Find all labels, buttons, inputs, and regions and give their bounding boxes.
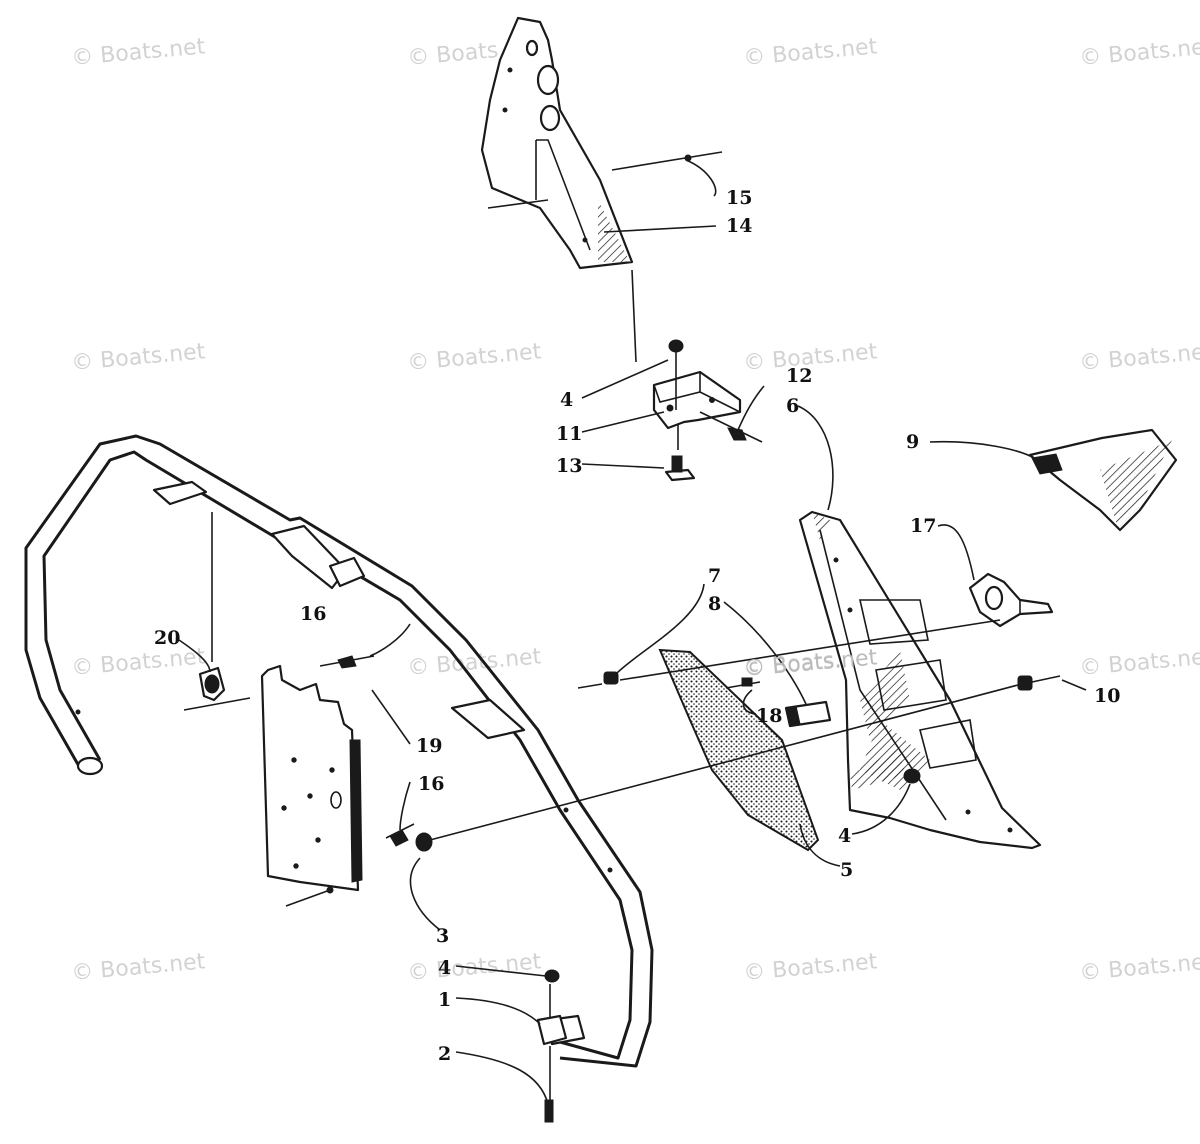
part-5-gusset [658, 648, 820, 852]
callout-6: 6 [786, 395, 799, 417]
callout-9: 9 [906, 431, 919, 453]
callout-17: 17 [910, 515, 936, 537]
part-7-pin [577, 619, 1001, 689]
assembly-line [631, 269, 637, 363]
callout-4-top: 4 [560, 389, 573, 411]
callout-11: 11 [556, 423, 582, 445]
part-4-nut-bottom [544, 969, 560, 983]
part-19-plate [260, 664, 363, 907]
callout-5: 5 [840, 859, 853, 881]
part-16-screw-upper [319, 655, 375, 669]
callout-20: 20 [154, 627, 180, 649]
callout-18: 18 [756, 705, 782, 727]
part-8-spacer [784, 700, 832, 728]
watermark: © Boats.net [1078, 949, 1200, 986]
callout-16-lower: 16 [418, 773, 444, 795]
part-11-bracket [652, 352, 742, 450]
watermark: © Boats.net [1078, 34, 1200, 71]
watermark: © Boats.net [70, 644, 206, 681]
part-12-bolt [699, 411, 763, 443]
part-3-nut [415, 832, 433, 852]
part-16-screw-lower [385, 823, 415, 847]
callout-8: 8 [708, 593, 721, 615]
watermark: © Boats.net [70, 949, 206, 986]
part-4-nut-top [668, 339, 684, 353]
part-6-plate [798, 510, 1042, 850]
callout-10: 10 [1094, 685, 1120, 707]
part-4-nut-right [903, 768, 921, 784]
watermark: © Boats.net [70, 339, 206, 376]
watermark: © Boats.net [742, 949, 878, 986]
callout-12: 12 [786, 365, 812, 387]
watermark: © Boats.net [70, 34, 206, 71]
part-10-bolt [429, 675, 1061, 841]
callout-14: 14 [726, 215, 752, 237]
watermark: © Boats.net [1078, 339, 1200, 376]
part-1-sleeve [536, 1014, 568, 1046]
callouts: 15 14 4 12 6 11 13 9 17 7 8 16 20 10 18 … [154, 187, 1120, 1065]
part-17-bracket [968, 572, 1054, 628]
watermark: © Boats.net [742, 34, 878, 71]
part-13-bolt [664, 455, 696, 482]
callout-15: 15 [726, 187, 752, 209]
callout-7: 7 [708, 565, 721, 587]
part-14-side-plate [480, 16, 634, 270]
part-2-bolt [544, 1046, 554, 1123]
frame-tube [24, 434, 654, 1068]
callout-2: 2 [438, 1043, 451, 1065]
callout-13: 13 [556, 455, 582, 477]
part-18-pin [725, 677, 761, 689]
callout-19: 19 [416, 735, 442, 757]
watermark: © Boats.net [1078, 644, 1200, 681]
part-9-plate [1028, 428, 1178, 532]
callout-4-right: 4 [838, 825, 851, 847]
callout-4-bottom: 4 [438, 957, 451, 979]
callout-16-upper: 16 [300, 603, 326, 625]
callout-1: 1 [438, 989, 451, 1011]
part-20-clip [183, 666, 251, 711]
callout-3: 3 [436, 925, 449, 947]
watermark: © Boats.net [406, 339, 542, 376]
leader-lines [175, 159, 1087, 1105]
